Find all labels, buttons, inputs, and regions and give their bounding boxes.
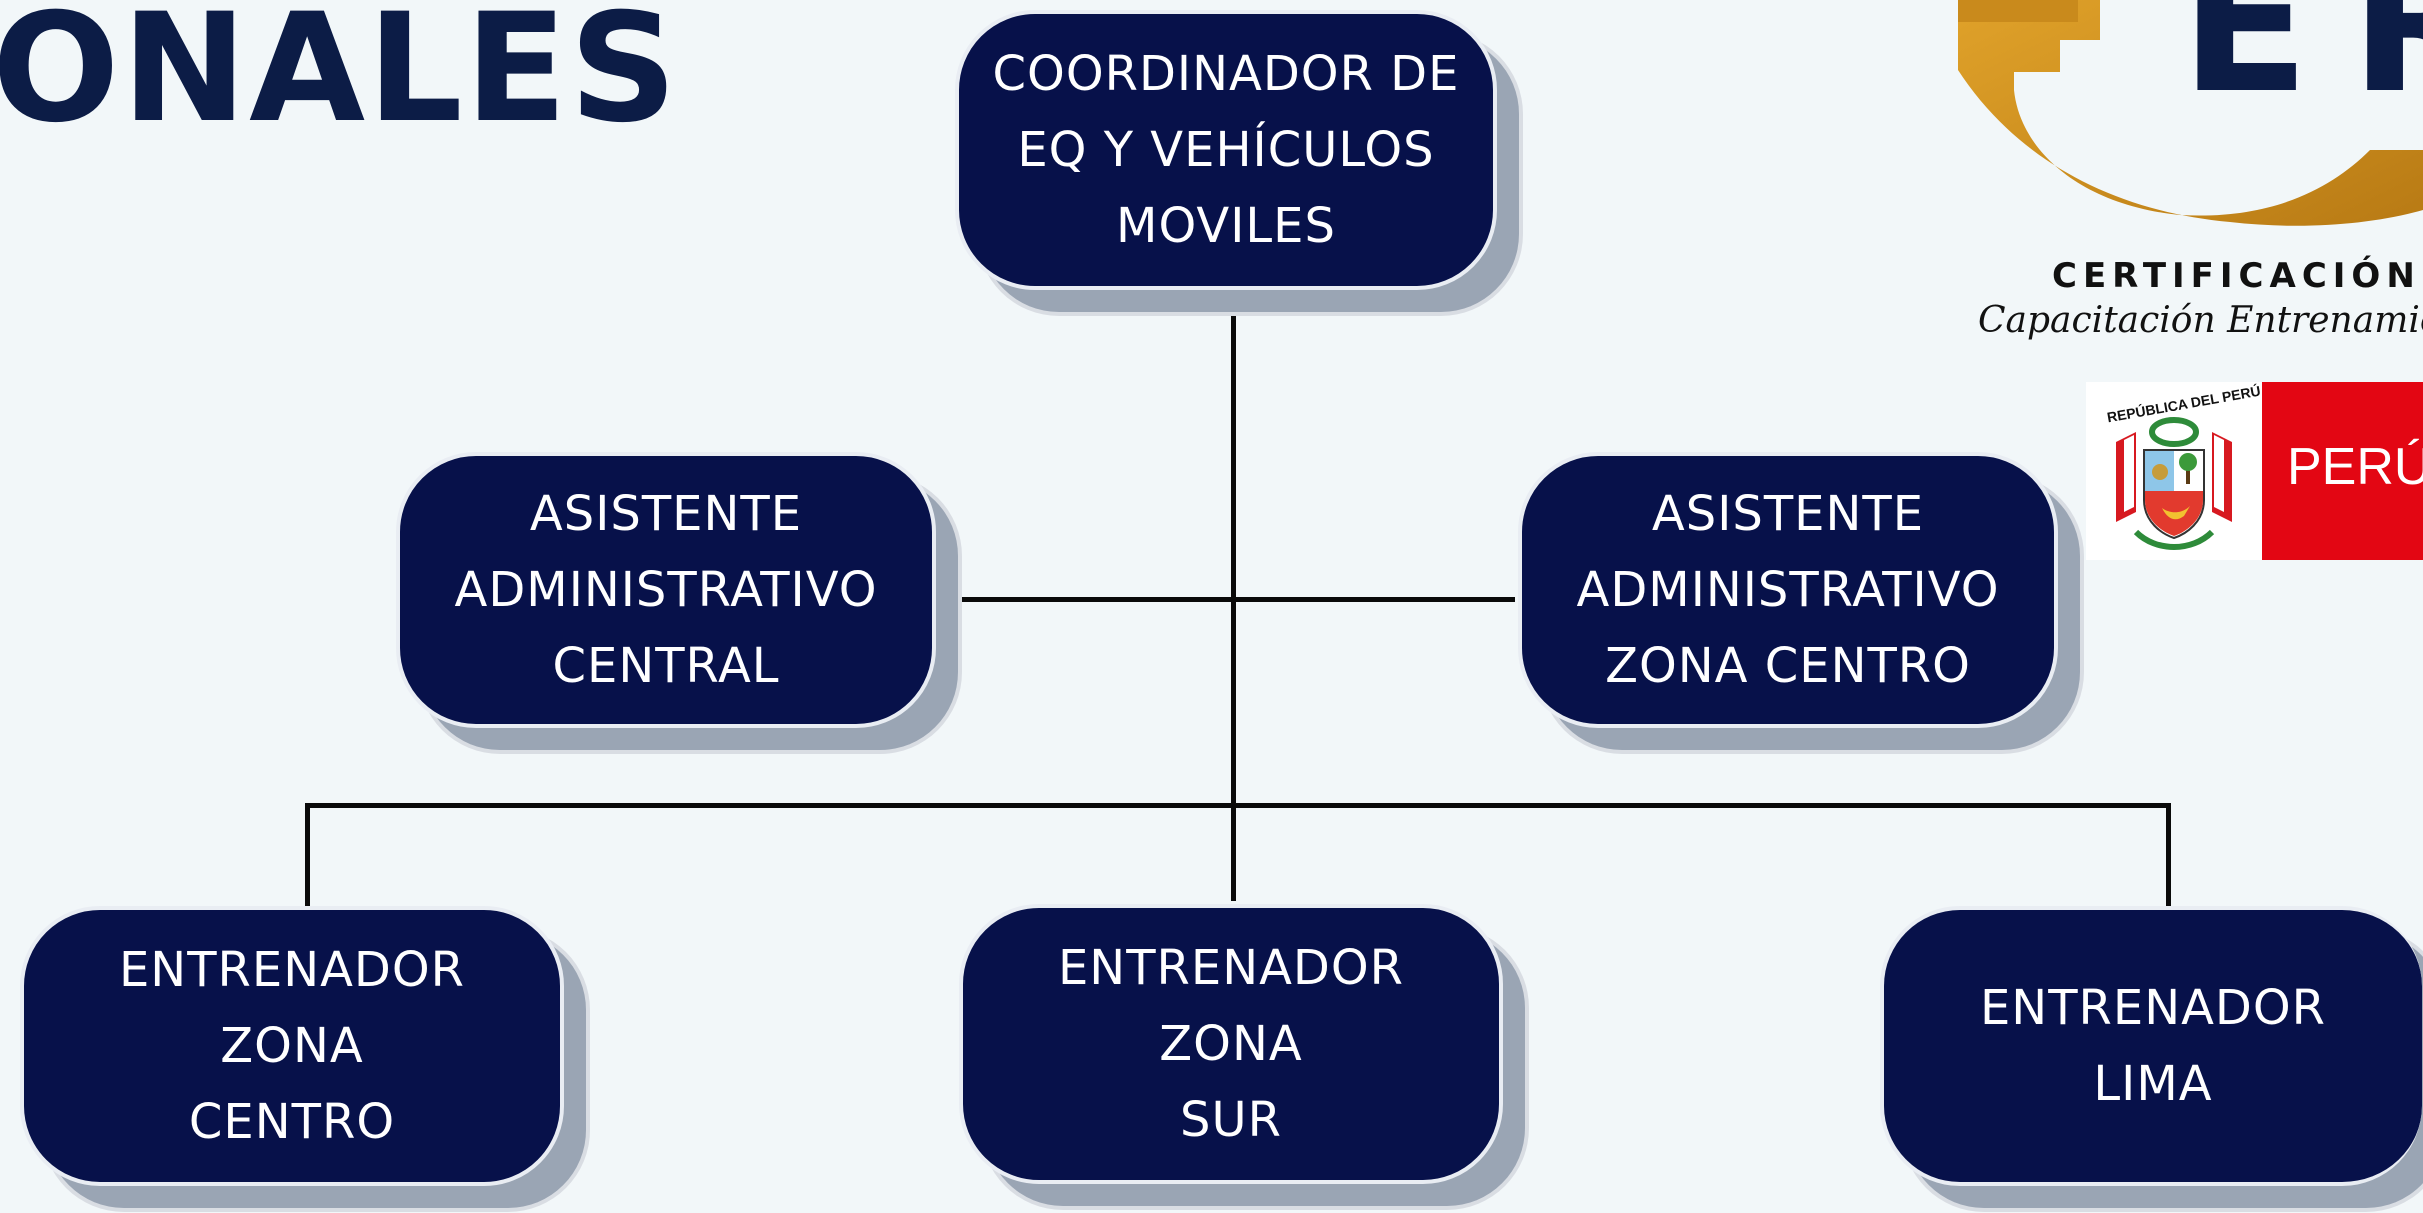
node-line: ASISTENTE bbox=[1651, 486, 1925, 542]
connector-root-trunk bbox=[1231, 305, 1236, 901]
node-line: ZONA bbox=[220, 1018, 364, 1074]
node-line: ADMINISTRATIVO bbox=[1576, 562, 2000, 618]
node-line: CENTRO bbox=[188, 1094, 396, 1150]
page-title: ONALES bbox=[0, 0, 680, 156]
peru-government-badge: REPÚBLICA DEL PERÚ PERÚ bbox=[2086, 382, 2423, 560]
connector-trainer-right bbox=[2166, 803, 2171, 906]
node-line: ZONA CENTRO bbox=[1605, 638, 1971, 694]
node-line: ASISTENTE bbox=[529, 486, 803, 542]
node-line: CENTRAL bbox=[552, 638, 780, 694]
node-line: MOVILES bbox=[1116, 198, 1336, 254]
org-node-trainer-zona-sur: ENTRENADOR ZONA SUR bbox=[959, 904, 1503, 1184]
company-logo-mark bbox=[1958, 0, 2423, 226]
connector-trainers-bar bbox=[305, 803, 2171, 808]
peru-seal-panel: REPÚBLICA DEL PERÚ bbox=[2086, 382, 2262, 560]
org-node-trainer-lima: ENTRENADOR LIMA bbox=[1880, 906, 2422, 1186]
org-node-coordinator: COORDINADOR DE EQ Y VEHÍCULOS MOVILES bbox=[955, 10, 1497, 290]
node-line: ENTRENADOR bbox=[1979, 980, 2327, 1036]
node-line: ENTRENADOR bbox=[1057, 940, 1405, 996]
logo-tagline: Capacitación Entrenamie bbox=[1978, 300, 2423, 341]
connector-trainer-left bbox=[305, 803, 310, 906]
logo-cert-line: CERTIFICACIÓN bbox=[2052, 256, 2421, 296]
peru-label-panel: PERÚ bbox=[2262, 382, 2423, 560]
peru-label: PERÚ bbox=[2287, 438, 2423, 496]
node-line: SUR bbox=[1180, 1092, 1282, 1148]
node-line: LIMA bbox=[2093, 1056, 2213, 1112]
node-line: ENTRENADOR bbox=[118, 942, 466, 998]
node-line: ZONA bbox=[1159, 1016, 1303, 1072]
peru-coat-of-arms-icon bbox=[2116, 417, 2232, 550]
org-node-assistant-zona-centro: ASISTENTE ADMINISTRATIVO ZONA CENTRO bbox=[1518, 452, 2058, 728]
node-line: COORDINADOR DE bbox=[992, 46, 1460, 102]
node-line: EQ Y VEHÍCULOS bbox=[1017, 122, 1435, 178]
org-node-trainer-zona-centro: ENTRENADOR ZONA CENTRO bbox=[20, 906, 564, 1186]
org-node-assistant-central: ASISTENTE ADMINISTRATIVO CENTRAL bbox=[396, 452, 936, 728]
connector-assistants-bar bbox=[960, 597, 1515, 602]
logo-letters: ER bbox=[2180, 0, 2423, 135]
node-line: ADMINISTRATIVO bbox=[454, 562, 878, 618]
